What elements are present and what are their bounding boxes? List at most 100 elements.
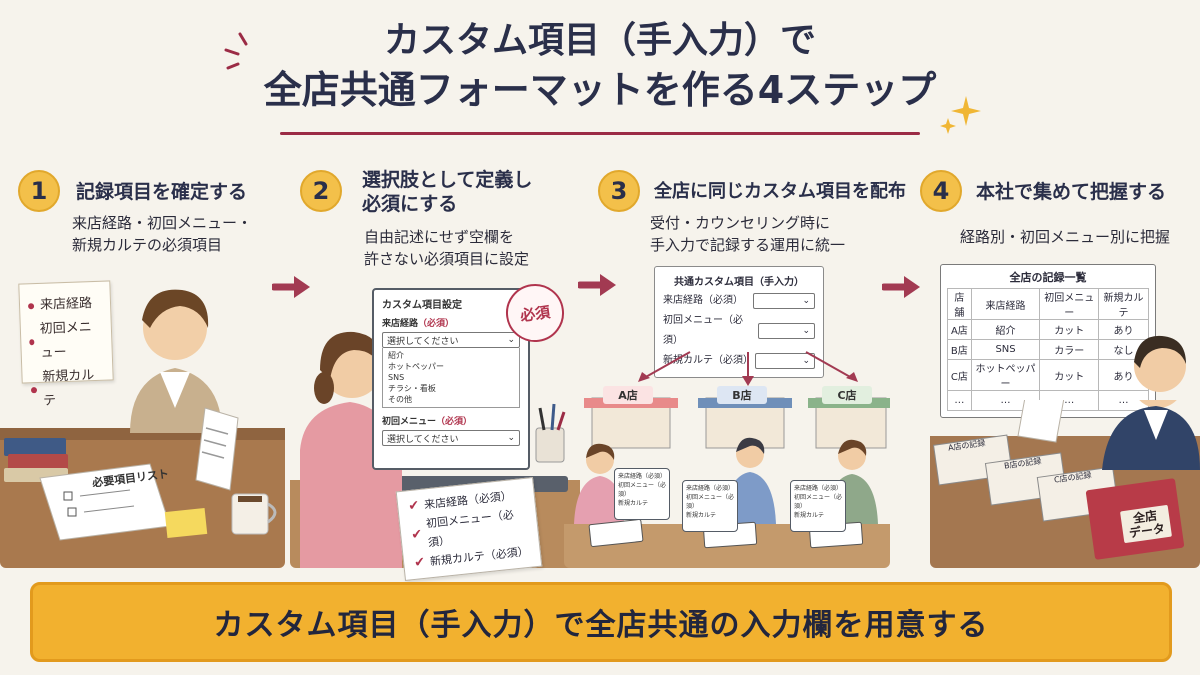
table-cell: カット [1039,359,1100,391]
note-item: 初回メニュー [28,316,104,367]
table-cell: カラー [1039,339,1100,360]
table-cell: … [970,390,1041,411]
step-1-scene [0,289,285,568]
note-item-label: 初回メニュー [39,320,92,361]
step-4-illustration [930,400,1200,568]
step-1-desc-line-2: 新規カルテの必須項目 [72,236,223,254]
mini-field: 初回メニュー（必須） [618,482,667,498]
table-header-cell: 来店経路 [970,288,1041,320]
step-2-number: 2 [300,170,342,212]
mini-field: 初回メニュー（必須） [794,494,843,510]
step-2-title-line-1: 選択肢として定義し [362,169,533,191]
title-line-2: 全店共通フォーマットを作る4ステップ [263,68,937,112]
field-1-label-text: 来店経路 [382,319,419,329]
step-2-title-line-2: 必須にする [362,193,458,215]
note-item-label: 新規カルテ [42,368,95,409]
mini-field: 新規カルテ [618,500,649,507]
step-3-illustration [564,384,890,568]
step-1-desc: 来店経路・初回メニュー・ 新規カルテの必須項目 [72,212,252,256]
store-a-monitor: 来店経路（必須） 初回メニュー（必須） 新規カルテ [614,468,670,520]
step-2-desc: 自由記述にせず空欄を 許さない必須項目に設定 [364,226,529,270]
table-row: A店 紹介 カット あり [947,319,1149,340]
records-table: 店舗 来店経路 初回メニュー 新規カルテ A店 紹介 カット あり B店 SNS… [947,288,1149,411]
step-3-common-form: 共通カスタム項目（手入力） 来店経路（必須） ⌄ 初回メニュー（必須）⌄ 新規カル… [654,266,824,378]
note-item: 新規カルテ [30,364,106,415]
distribution-arrows [638,351,858,386]
form-select[interactable]: ⌄ [753,293,815,309]
table-cell: SNS [970,339,1041,360]
field-1-select[interactable]: 選択してください ⌄ [382,332,520,348]
store-c-monitor: 来店経路（必須） 初回メニュー（必須） 新規カルテ [790,480,846,532]
sparkle-left-icon [224,32,248,70]
option-item[interactable]: その他 [388,395,412,404]
chevron-down-icon: ⌄ [802,356,810,366]
title-line-1: カスタム項目（手入力）で [383,20,816,61]
step-3-desc-line-1: 受付・カウンセリング時に [650,214,831,232]
mini-field: 来店経路（必須） [686,485,735,492]
sparkle-right-icon [940,96,981,134]
table-header-cell: 店舗 [947,288,972,320]
field-1-options: 紹介 ホットペッパー SNS チラシ・看板 その他 [382,348,520,408]
form-select[interactable]: ⌄ [755,353,815,369]
field-2-label: 初回メニュー（必須） [382,414,520,427]
table-row: C店 ホットペッパー カット あり [947,359,1149,391]
table-cell: 紹介 [970,319,1041,340]
step-1-number: 1 [18,170,60,212]
form-title: 共通カスタム項目（手入力） [674,277,804,288]
step-2-required-checklist: ✔来店経路（必須） ✔初回メニュー（必須） ✔新規カルテ（必須） [395,477,543,581]
screen-title: カスタム項目設定 [382,300,462,311]
summary-banner: カスタム項目（手入力）で全店共通の入力欄を用意する [30,582,1172,662]
table-cell: ホットペッパー [970,359,1041,391]
required-tag: （必須） [418,319,455,329]
chevron-down-icon: ⌄ [802,296,810,306]
option-item[interactable]: SNS [388,373,405,382]
field-2-label-text: 初回メニュー [382,417,437,427]
select-placeholder: 選択してください [387,336,459,347]
step-3-desc-line-2: 手入力で記録する運用に統一 [650,236,846,254]
step-3-desc: 受付・カウンセリング時に 手入力で記録する運用に統一 [650,212,845,256]
form-field-label: 新規カルテ（必須） [663,355,753,366]
note-item-label: 来店経路 [39,296,93,313]
board-title: 全店の記録一覧 [1009,271,1087,284]
book-label: 全店 データ [1120,504,1173,544]
arrow-right-icon [578,274,616,296]
step-2-title: 選択肢として定義し 必須にする [362,168,532,216]
option-item[interactable]: 紹介 [388,351,404,360]
businessman-icon [1134,335,1186,392]
store-b-sign: B店 [717,386,767,404]
step-4-desc: 経路別・初回メニュー別に把握 [960,226,1170,248]
step-4-man-head [1128,326,1192,406]
table-cell: A店 [947,319,972,340]
step-3-title: 全店に同じカスタム項目を配布 [654,181,906,202]
step-2-desc-line-1: 自由記述にせず空欄を [364,228,515,246]
table-cell: C店 [947,359,972,391]
form-field-label: 来店経路（必須） [663,295,743,306]
table-row: B店 SNS カラー なし [947,339,1149,360]
mini-field: 初回メニュー（必須） [686,494,735,510]
arrow-right-icon [882,276,920,298]
form-row: 初回メニュー（必須）⌄ [663,311,815,351]
step-1-illustration [0,268,285,568]
step-4-desc-line-1: 経路別・初回メニュー別に把握 [960,228,1171,246]
mini-field: 新規カルテ [686,512,717,519]
step-2-desc-line-2: 許さない必須項目に設定 [364,250,530,268]
select-placeholder: 選択してください [387,434,459,445]
form-row: 来店経路（必須） ⌄ [663,291,815,311]
title-underline [280,132,920,135]
option-item[interactable]: ホットペッパー [388,362,444,371]
step-1-title: 記録項目を確定する [76,181,248,203]
store-c-sign: C店 [822,386,872,404]
form-select[interactable]: ⌄ [758,323,815,339]
form-row: 新規カルテ（必須） ⌄ [663,351,815,371]
step-4-number: 4 [920,170,962,212]
table-cell: B店 [947,339,972,360]
store-a-sign: A店 [603,386,653,404]
checkmark-icon: ✔ [410,526,423,543]
step-4-scene [930,400,1200,568]
table-header-cell: 新規カルテ [1098,288,1149,320]
field-2-select[interactable]: 選択してください ⌄ [382,430,520,446]
arrow-right-icon [272,276,310,298]
table-cell: カット [1039,319,1100,340]
mini-field: 来店経路（必須） [794,485,843,492]
option-item[interactable]: チラシ・看板 [388,384,436,393]
